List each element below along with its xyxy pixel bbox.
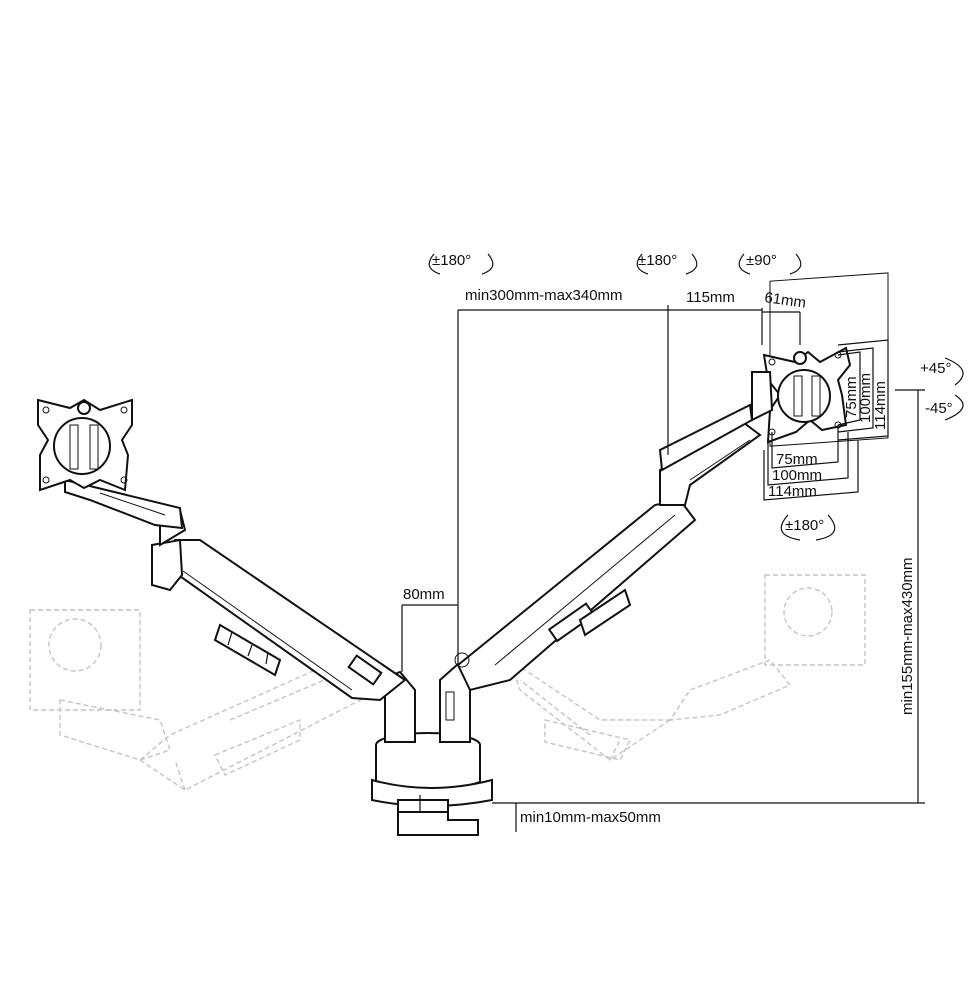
right-vesa-plate (751, 272, 889, 501)
right-head-rotate-label: ±90° (746, 252, 777, 269)
vesa-v-75-label: 75mm (843, 376, 860, 418)
vesa-v-100-label: 100mm (857, 373, 874, 423)
dimension-lines (401, 305, 925, 832)
left-head-swivel-label: ±180° (432, 252, 471, 269)
vesa-h-75-label: 75mm (776, 451, 818, 468)
curved-arrow-icon (428, 253, 441, 275)
clamp-label: min10mm-max50mm (520, 809, 661, 826)
rotation-arrows (428, 253, 964, 541)
tilt-down-label: -45° (925, 400, 953, 417)
vesa-h-100-label: 100mm (772, 467, 822, 484)
right-head-bottom-label: ±180° (785, 517, 824, 534)
right-arm-swivel-label: ±180° (638, 252, 677, 269)
height-label: min155mm-max430mm (899, 557, 916, 715)
tilt-up-label: +45° (920, 360, 951, 377)
post-gap-label: 80mm (403, 586, 445, 603)
right-arm (454, 403, 762, 692)
reach-label: min300mm-max340mm (465, 287, 623, 304)
vesa-h-114-label: 114mm (768, 483, 817, 500)
left-vesa-plate (37, 398, 133, 492)
offset-label: 115mm (686, 289, 735, 306)
head-depth-label: 61mm (763, 289, 807, 312)
ghost-left-arm (29, 609, 381, 791)
left-arm (64, 478, 407, 702)
clamp-base (371, 732, 493, 836)
vesa-v-114-label: 114mm (872, 381, 889, 430)
